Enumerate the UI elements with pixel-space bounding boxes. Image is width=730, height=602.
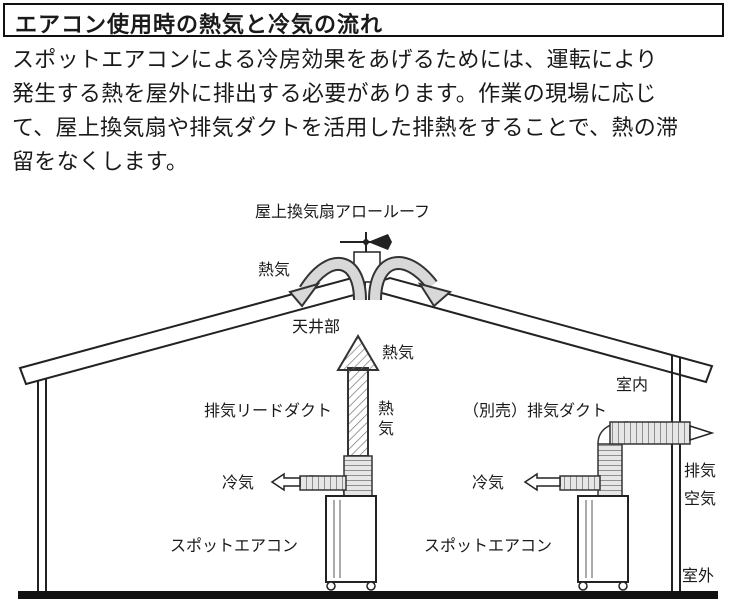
description: スポットエアコンによる冷房効果をあげるためには、運転により 発生する熱を屋外に排… — [12, 44, 724, 180]
aircon-left-icon — [325, 495, 377, 591]
aircon-right-label: スポットエアコン — [424, 536, 552, 555]
lead-duct — [299, 455, 373, 497]
exhaust-air-label-1: 排気 — [684, 461, 716, 480]
exhaust-air-label-2: 空気 — [684, 489, 716, 508]
heat-up-label: 熱気 — [382, 343, 414, 362]
outdoor-label: 室外 — [682, 566, 714, 585]
description-line: て、屋上換気扇や排気ダクトを活用した排熱をすることで、熱の滞 — [12, 116, 679, 141]
title-box: エアコン使用時の熱気と冷気の流れ — [3, 3, 724, 38]
heat-vertical-char-1: 熱 — [378, 399, 394, 418]
aircon-right-icon — [577, 495, 629, 591]
ceiling-label: 天井部 — [292, 317, 340, 336]
description-line: 発生する熱を屋外に排出する必要があります。作業の現場に応じ — [12, 82, 657, 107]
cold-left-label: 冷気 — [222, 473, 254, 492]
roof-fan-label: 屋上換気扇アロールーフ — [255, 202, 430, 221]
indoor-label: 室内 — [616, 375, 648, 394]
roof-heat-arrows — [288, 256, 453, 308]
separate-duct — [559, 421, 715, 497]
cold-arrow-left — [270, 472, 301, 492]
description-line: 留をなくします。 — [12, 150, 189, 175]
cold-arrow-right — [523, 472, 561, 492]
heat-roof-label: 熱気 — [258, 260, 290, 279]
cold-right-label: 冷気 — [472, 473, 504, 492]
heat-up-arrow — [336, 334, 380, 457]
airflow-diagram: 屋上換気扇アロールーフ 熱気 天井部 熱気 熱 気 排気リードダクト 冷気 スポ… — [18, 202, 718, 599]
description-line: スポットエアコンによる冷房効果をあげるためには、運転により — [12, 48, 658, 73]
heat-vertical-char-2: 気 — [378, 419, 394, 438]
lead-duct-label: 排気リードダクト — [204, 401, 332, 420]
floor — [18, 591, 718, 599]
aircon-left-label: スポットエアコン — [170, 536, 298, 555]
separate-duct-label: （別売）排気ダクト — [463, 401, 607, 420]
page-title: エアコン使用時の熱気と冷気の流れ — [15, 13, 384, 38]
